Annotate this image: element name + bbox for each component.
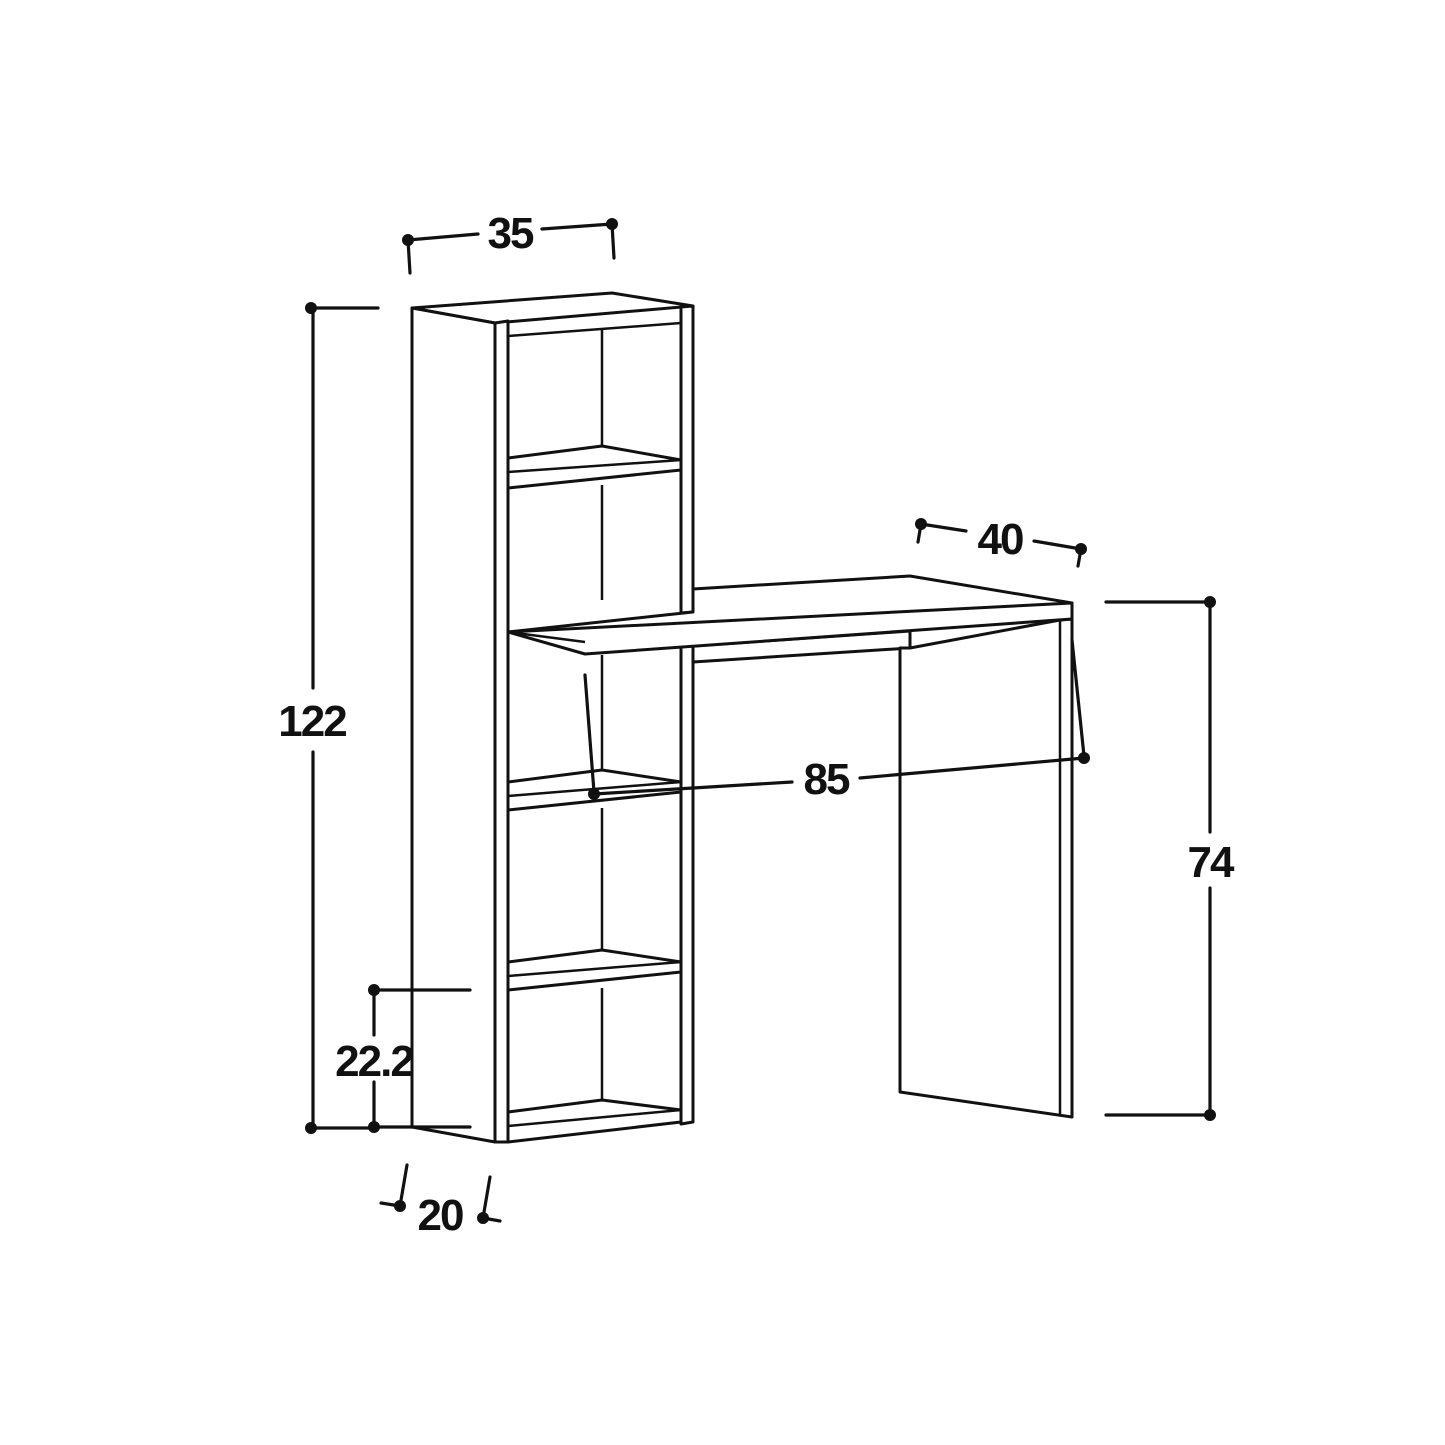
dim-compartment-height-label: 22.2 — [335, 1037, 413, 1086]
dim-total-height-label: 122 — [278, 697, 346, 746]
dim-dot — [477, 1212, 489, 1224]
dim-total-height: 122 — [278, 302, 380, 1134]
dim-shelf-width-line-left — [406, 232, 480, 242]
bookcase-left-side — [410, 306, 497, 1144]
dim-shelf-width-line-right — [540, 222, 614, 231]
dim-desk-depth: 40 — [915, 515, 1087, 568]
dim-desk-depth-label: 40 — [978, 515, 1023, 564]
bookcase — [410, 291, 695, 1144]
dim-dot — [1204, 596, 1216, 608]
dim-desk-width-line-right — [858, 756, 1086, 780]
dim-desk-width-label: 85 — [804, 755, 850, 804]
dim-compartment-height: 22.2 — [335, 984, 472, 1133]
dim-dot — [1075, 543, 1087, 555]
bookcase-front-right-stile-lower — [679, 644, 695, 1126]
dim-desk-depth-line-right — [1032, 539, 1083, 551]
shelf-1-front-edge — [507, 458, 682, 474]
desk-top-front-edge — [506, 601, 1074, 656]
dim-dot — [915, 518, 927, 530]
desk-top-left-edge — [507, 630, 586, 644]
dim-dot — [1078, 752, 1090, 764]
dim-desk-width-line-left — [592, 780, 794, 796]
dim-dot — [402, 234, 414, 246]
dim-dot — [394, 1200, 406, 1212]
desk-right-leg — [898, 617, 1074, 1119]
dim-dot — [606, 218, 618, 230]
bookcase-front-right-stile-upper — [679, 304, 695, 615]
dim-shelf-width-label: 35 — [488, 209, 534, 258]
dim-desk-height: 74 — [1104, 596, 1237, 1121]
dim-dot — [305, 1122, 317, 1134]
inner-top-edge — [507, 321, 682, 338]
dim-desk-height-label: 74 — [1188, 838, 1235, 887]
dim-dot — [368, 984, 380, 996]
dim-shelf-depth: 20 — [379, 1163, 502, 1240]
bookcase-front-left-stile — [493, 319, 510, 1144]
dim-desk-width-tick-left — [583, 673, 596, 794]
dim-dot — [305, 302, 317, 314]
shelf-bottom-front-edge — [507, 1108, 682, 1128]
dim-dot — [368, 1121, 380, 1133]
desk — [506, 574, 1074, 1119]
dim-dot — [588, 788, 600, 800]
shelf-3-front-edge — [507, 960, 682, 978]
dim-desk-width-tick-right — [1070, 638, 1086, 758]
dim-shelf-depth-label: 20 — [418, 1191, 463, 1240]
dim-desk-depth-line-left — [919, 522, 968, 533]
dim-desk-width: 85 — [583, 638, 1090, 804]
dim-dot — [1204, 1109, 1216, 1121]
dim-shelf-depth-tick-right — [481, 1175, 492, 1220]
dim-shelf-width: 35 — [402, 209, 618, 275]
dim-shelf-depth-tick-left — [398, 1163, 409, 1208]
shelf-bottom — [506, 1098, 683, 1144]
